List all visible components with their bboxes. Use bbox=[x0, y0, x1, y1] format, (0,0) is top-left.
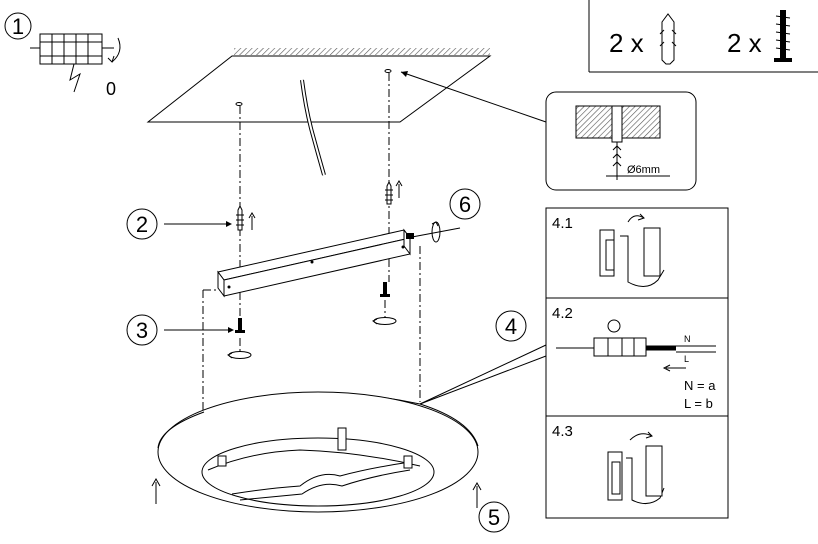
drill-size-label: Ø6mm bbox=[627, 164, 660, 176]
wall-plug-icon bbox=[385, 180, 393, 205]
step-3-screws: 3 bbox=[126, 314, 234, 346]
step-1-power-off: 1 0 bbox=[4, 12, 121, 99]
wiring-detail-panels: 4.1 4.2 N L N = a L = b bbox=[545, 207, 729, 519]
step-1-number: 1 bbox=[12, 14, 24, 39]
dowel-quantity: 2 x bbox=[609, 28, 644, 58]
rotate-icon bbox=[373, 317, 397, 325]
step-6-fix-bracket: 6 bbox=[411, 188, 481, 243]
step-2-badge bbox=[126, 208, 158, 240]
wire-l-mapping: L = b bbox=[684, 396, 713, 411]
wall-plug-icon bbox=[659, 13, 677, 65]
screw-icon bbox=[774, 10, 792, 62]
step-5-number: 5 bbox=[488, 505, 500, 530]
panel-4-3: 4.3 bbox=[552, 423, 665, 504]
terminal-block-icon bbox=[30, 33, 114, 93]
step-3-number: 3 bbox=[136, 318, 148, 343]
parts-box: 2 x 2 x bbox=[588, 0, 818, 73]
wall-plug-icon bbox=[236, 204, 244, 231]
lamp-body bbox=[157, 344, 547, 513]
wire-n-label: N bbox=[684, 334, 691, 344]
drill-detail-callout: Ø6mm bbox=[400, 71, 697, 191]
screw-icon bbox=[235, 318, 245, 333]
panel-4-2-label: 4.2 bbox=[552, 305, 573, 322]
ceiling bbox=[146, 48, 492, 176]
panel-4-1-label: 4.1 bbox=[552, 215, 573, 232]
screw-icon bbox=[380, 282, 390, 297]
step-2-number: 2 bbox=[136, 212, 148, 237]
step-4-connect-wires: 4 bbox=[495, 310, 527, 342]
step-1-badge bbox=[4, 12, 32, 40]
step-4-badge bbox=[495, 310, 527, 342]
panel-4-2: 4.2 N L N = a L = b bbox=[552, 305, 716, 411]
wire-n-mapping: N = a bbox=[684, 378, 716, 393]
step-6-badge bbox=[449, 188, 481, 220]
step-4-number: 4 bbox=[505, 314, 517, 339]
step-3-badge bbox=[126, 314, 158, 346]
panel-4-1: 4.1 bbox=[552, 213, 665, 287]
wire-l-label: L bbox=[684, 354, 689, 364]
rotate-icon bbox=[228, 351, 252, 359]
step-6-number: 6 bbox=[459, 192, 471, 217]
screw-quantity: 2 x bbox=[727, 28, 762, 58]
step-5-lift-lamp: 5 bbox=[151, 477, 510, 533]
panel-4-3-label: 4.3 bbox=[552, 423, 573, 440]
step-2-wall-plugs: 2 bbox=[126, 180, 403, 240]
switch-position-label: 0 bbox=[106, 79, 116, 99]
mounting-bracket bbox=[217, 228, 414, 298]
step-5-badge bbox=[478, 501, 510, 533]
rotate-arrow-icon bbox=[111, 37, 121, 63]
fixing-screws bbox=[227, 282, 397, 359]
